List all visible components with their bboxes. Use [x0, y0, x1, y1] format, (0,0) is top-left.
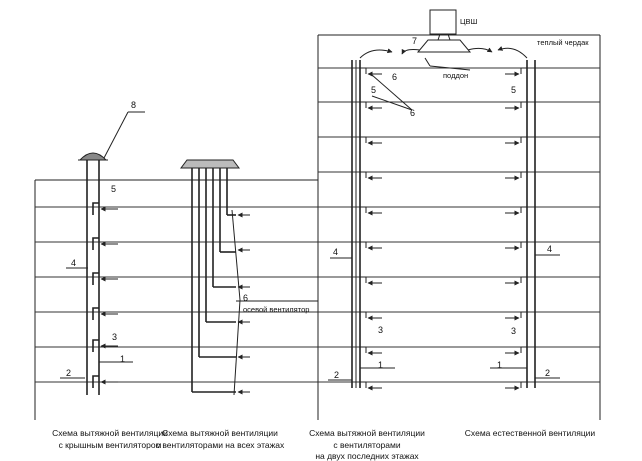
axial-fan-label: осевой вентилятор	[243, 305, 309, 314]
branch-duct	[360, 241, 367, 248]
branch-duct	[360, 206, 367, 213]
mark-6-top: 6	[392, 72, 397, 82]
cvsh-tray	[416, 39, 472, 53]
branch-duct	[520, 206, 527, 213]
branch-duct	[520, 346, 527, 353]
left-building	[34, 179, 318, 420]
branch-duct	[92, 339, 99, 352]
mark-3-scheme3: 3	[378, 325, 383, 335]
scheme-all-floors	[180, 159, 318, 396]
number-marks: 8 5 4 3 1 2 6 7 6 5 6 4 3 1 2 5 4 3 1 2	[60, 36, 560, 381]
cvsh-label: ЦВШ	[460, 17, 478, 26]
branch-duct	[360, 381, 367, 388]
branch-duct	[520, 276, 527, 283]
branch-duct	[520, 241, 527, 248]
mark-2-scheme3: 2	[334, 370, 339, 380]
left-floor-lines	[35, 206, 318, 383]
branch-duct	[360, 311, 367, 318]
caption-all-floors-1: Схема вытяжной вентиляции	[162, 428, 278, 438]
mark-3-scheme4: 3	[511, 326, 516, 336]
branch-duct	[360, 67, 367, 74]
captions: Схема вытяжной вентиляции с крышным вент…	[52, 428, 595, 461]
mark-2-scheme4: 2	[545, 368, 550, 378]
mark-1-scheme4: 1	[497, 360, 502, 370]
branch-duct	[520, 381, 527, 388]
caption-natural-1: Схема естественной вентиляции	[465, 428, 596, 438]
mark-5-scheme3: 5	[371, 85, 376, 95]
caption-all-floors-2: с вентиляторами на всех этажах	[156, 440, 285, 450]
branch-duct	[360, 276, 367, 283]
scheme-natural	[497, 46, 536, 391]
branch-duct	[92, 237, 99, 250]
branch-duct	[92, 202, 99, 215]
caption-roof-fan-1: Схема вытяжной вентиляции	[52, 428, 168, 438]
pallet-label: поддон	[443, 71, 468, 80]
branch-duct	[520, 67, 527, 74]
branch-duct	[360, 346, 367, 353]
mark-3-left: 3	[112, 332, 117, 342]
mark-6-scheme2: 6	[243, 293, 248, 303]
mark-4-scheme3: 4	[333, 247, 338, 257]
branch-duct	[92, 272, 99, 285]
scheme-roof-fan	[78, 111, 145, 395]
branch-duct	[360, 136, 367, 143]
warm-attic-label: теплый чердак	[537, 38, 589, 47]
mark-8: 8	[131, 100, 136, 110]
mark-4-scheme4: 4	[547, 244, 552, 254]
branch-duct	[520, 171, 527, 178]
roof-fan-cap	[78, 152, 108, 161]
branch-duct	[520, 101, 527, 108]
mark-6-mid: 6	[410, 108, 415, 118]
branch-duct	[520, 136, 527, 143]
mark-7: 7	[412, 36, 417, 46]
caption-two-top-2: с вентиляторами	[333, 440, 400, 450]
mark-1-left: 1	[120, 354, 125, 364]
scheme-two-top-floors	[351, 9, 493, 391]
branch-duct	[92, 375, 99, 388]
branch-duct	[360, 101, 367, 108]
mark-2-left: 2	[66, 368, 71, 378]
cvsh-box	[429, 9, 457, 35]
branch-duct	[92, 307, 99, 320]
mark-1-scheme3: 1	[378, 360, 383, 370]
branch-duct	[520, 311, 527, 318]
mark-5-left: 5	[111, 184, 116, 194]
exhaust-hood	[180, 159, 240, 169]
caption-two-top-1: Схема вытяжной вентиляции	[309, 428, 425, 438]
mark-4-left: 4	[71, 258, 76, 268]
caption-roof-fan-2: с крышным вентилятором	[59, 440, 162, 450]
caption-two-top-3: на двух последних этажах	[315, 451, 419, 461]
branch-duct	[360, 171, 367, 178]
mark-5-scheme4: 5	[511, 85, 516, 95]
